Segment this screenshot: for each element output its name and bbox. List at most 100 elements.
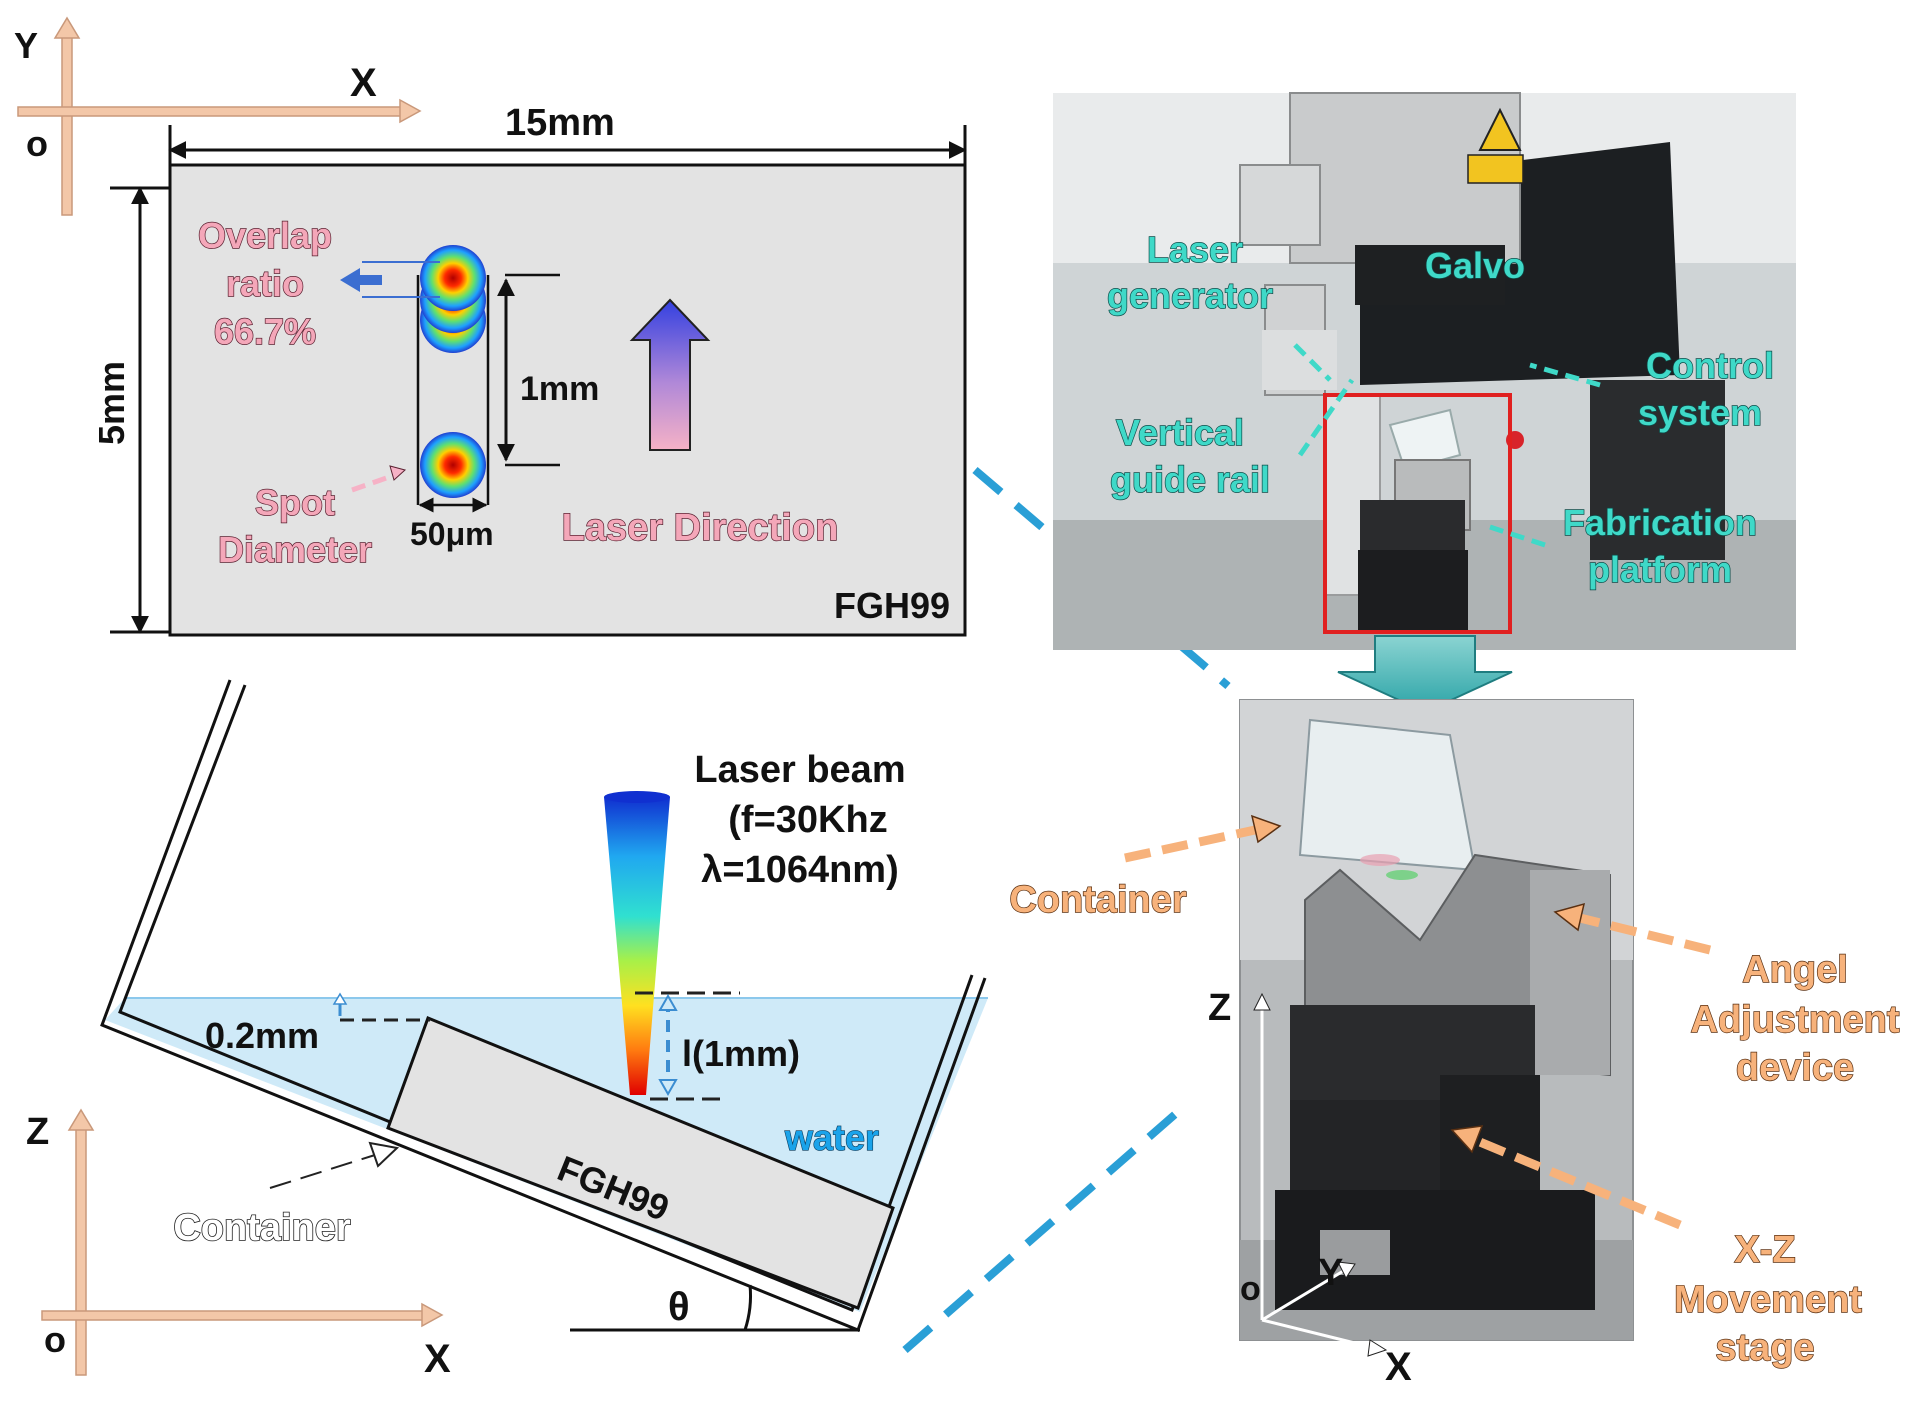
- photo-column-block: [1262, 330, 1337, 390]
- photo2-z-head: [1253, 992, 1271, 1011]
- pointer-control-dash: [1529, 362, 1601, 388]
- bottom-axes: Z X o: [26, 1108, 451, 1381]
- angle-arc: [743, 1284, 752, 1331]
- label-angel-2: Adjustment: [1691, 999, 1900, 1041]
- distance-arrow-down: [658, 1079, 678, 1097]
- photo-galvo-lens: [1355, 245, 1505, 305]
- water-label: water: [784, 1117, 879, 1158]
- laser-spot-single: [420, 432, 486, 498]
- overlap-label-2: ratio: [226, 263, 304, 304]
- spacing-label: 1mm: [520, 370, 599, 408]
- top-left-panel: Y X o 15mm 5mm 1mm: [14, 16, 967, 637]
- bottom-left-panel: FGH99 l(1mm) 0.2mm Laser beam (f=30Khz λ…: [26, 679, 988, 1381]
- spot-label-2: Diameter: [218, 529, 372, 570]
- pointer-rail-dash: [1297, 378, 1355, 457]
- label-rail-1: Vertical: [1116, 412, 1244, 453]
- photo2-axis-x: X: [1385, 1345, 1412, 1389]
- beam-label-3: λ=1064nm): [701, 849, 899, 891]
- specimen-material-label: FGH99: [834, 585, 950, 626]
- label-container-photo: Container: [1009, 879, 1187, 921]
- x-axis-arrow: [17, 106, 404, 117]
- pointer-angel-head: [1553, 902, 1586, 932]
- depth-arrow: [332, 992, 348, 1005]
- photo-warning-plate: [1467, 154, 1524, 184]
- laser-beam-top: [604, 791, 670, 803]
- label-angel-3: device: [1736, 1047, 1854, 1089]
- distance-label: l(1mm): [682, 1033, 800, 1074]
- label-control-2: system: [1638, 392, 1762, 433]
- axis-x2-label: X: [424, 1337, 451, 1381]
- top-right-photo: Laser generator Galvo Control system Ver…: [1053, 92, 1796, 650]
- label-rail-2: guide rail: [1110, 459, 1270, 500]
- photo2-x-axis: [1261, 1318, 1376, 1350]
- photo2-y-axis: [1261, 1268, 1346, 1322]
- bottom-right-photo: Z Y X o: [1208, 699, 1634, 1389]
- z-axis-arrow: [75, 1124, 87, 1376]
- distance-arrow-up: [658, 993, 678, 1011]
- label-laser-1: Laser: [1147, 229, 1243, 270]
- x2-axis-arrow: [41, 1310, 428, 1321]
- photo-container-small: [1388, 408, 1462, 472]
- label-platform-2: platform: [1588, 549, 1732, 590]
- overlap-value-label: 66.7%: [214, 311, 316, 352]
- fgh99-block: [386, 1016, 895, 1310]
- label-galvo: Galvo: [1425, 245, 1525, 286]
- pointer-platform-dash: [1489, 524, 1546, 548]
- connector-dash-bottom: [902, 1106, 1183, 1354]
- origin-label: o: [26, 123, 48, 164]
- label-platform-1: Fabrication: [1563, 502, 1757, 543]
- pointer-container-head: [1250, 814, 1282, 844]
- spot-label-1: Spot: [255, 482, 335, 523]
- label-laser-2: generator: [1107, 275, 1273, 316]
- label-stage-3: stage: [1715, 1327, 1814, 1369]
- pointer-stage-head: [1450, 1125, 1484, 1154]
- spot-pointer-dash: [351, 471, 399, 493]
- photo2-axis-y: Y: [1318, 1252, 1343, 1294]
- top-axes: Y X o: [14, 16, 422, 216]
- height-label: 5mm: [91, 361, 132, 445]
- photo2-x-head: [1367, 1339, 1388, 1357]
- overlap-arrow: [340, 268, 382, 292]
- laser-direction-label: Laser Direction: [562, 507, 839, 549]
- beam-label-1: Laser beam: [694, 749, 905, 791]
- axis-z-label: Z: [26, 1111, 49, 1153]
- pointer-laser-dash: [1293, 343, 1332, 382]
- axis-y-label: Y: [14, 25, 38, 66]
- photo2-origin: o: [1240, 1270, 1261, 1308]
- photo-highlight-box: [1323, 393, 1512, 634]
- photo-control-box: [1590, 380, 1725, 560]
- label-angel-1: Angel: [1742, 949, 1848, 991]
- x-axis-arrowhead: [399, 98, 422, 124]
- axis-x-label: X: [350, 61, 377, 105]
- big-down-arrow: [1337, 635, 1513, 714]
- label-control-1: Control: [1646, 345, 1774, 386]
- photo2-axis-z: Z: [1208, 987, 1231, 1029]
- photo2-y-head: [1337, 1261, 1356, 1280]
- container-label: Container: [173, 1207, 351, 1249]
- beam-label-2: (f=30Khz: [728, 799, 887, 841]
- angle-label: θ: [668, 1285, 690, 1329]
- spot-value-label: 50μm: [410, 516, 494, 552]
- container-wall-outer: [100, 679, 987, 1332]
- width-label: 15mm: [505, 102, 615, 144]
- photo-stage-upper: [1360, 500, 1465, 550]
- y-axis-arrowhead: [53, 16, 81, 39]
- laser-direction-arrow: [629, 298, 711, 451]
- label-stage-1: X-Z: [1734, 1229, 1795, 1271]
- laser-beam-cone: [604, 797, 670, 1095]
- x2-axis-arrowhead: [421, 1302, 444, 1328]
- overlap-label-1: Overlap: [198, 215, 332, 256]
- photo2-container: [1298, 718, 1477, 872]
- specimen-rect: [168, 163, 967, 637]
- container-pointer-dash: [269, 1154, 376, 1189]
- photo-laser-generator-head: [1239, 164, 1321, 246]
- depth-label: 0.2mm: [205, 1015, 319, 1056]
- photo-warning-sign: [1478, 107, 1522, 151]
- origin2-label: o: [44, 1319, 66, 1360]
- pointer-container-dash: [1124, 825, 1256, 863]
- z-axis-arrowhead: [67, 1108, 95, 1131]
- photo2-angle-side: [1530, 870, 1610, 1075]
- photo2-green-reflection: [1386, 870, 1418, 880]
- photo-stage-lower: [1358, 550, 1468, 630]
